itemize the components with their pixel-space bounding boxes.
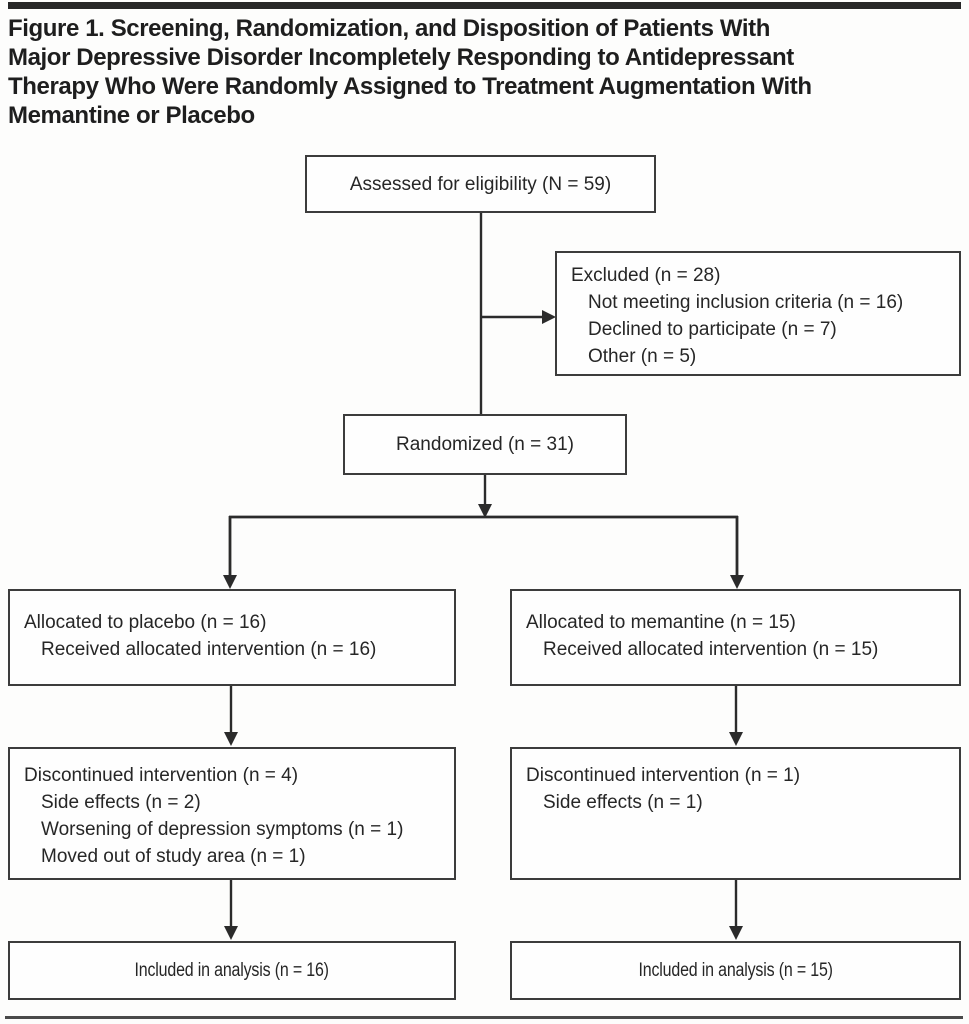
memantine-discontinued-title: Discontinued intervention (n = 1) <box>526 765 801 786</box>
excluded-box: Excluded (n = 28) Not meeting inclusion … <box>555 251 961 376</box>
placebo-discontinued-title: Discontinued intervention (n = 4) <box>24 765 299 786</box>
arrowhead-placebo-discontinued <box>224 732 238 746</box>
memantine-allocation-title: Allocated to memantine (n = 15) <box>526 612 796 633</box>
assessed-box: Assessed for eligibility (N = 59) <box>305 155 656 213</box>
figure-title-line: Memantine or Placebo <box>8 102 255 129</box>
placebo-discontinued-reason: Side effects (n = 2) <box>41 792 201 813</box>
placebo-analysis-label: Included in analysis (n = 16) <box>134 960 330 981</box>
memantine-allocation-detail: Received allocated intervention (n = 15) <box>543 639 879 660</box>
randomized-label: Randomized (n = 31) <box>396 434 574 455</box>
top-rule <box>8 2 961 9</box>
memantine-analysis-label: Included in analysis (n = 15) <box>638 960 833 981</box>
figure-title: Figure 1. Screening, Randomization, and … <box>8 14 812 130</box>
assessed-label: Assessed for eligibility (N = 59) <box>349 173 612 195</box>
excluded-reason: Other (n = 5) <box>588 346 697 367</box>
arrowhead-branch-junction <box>478 504 492 518</box>
arrowhead-placebo-analysis <box>224 926 238 940</box>
memantine-discontinued-reason: Side effects (n = 1) <box>543 792 703 813</box>
placebo-discontinued-reason: Moved out of study area (n = 1) <box>41 846 306 867</box>
figure-title-line: Major Depressive Disorder Incompletely R… <box>8 44 794 71</box>
memantine-analysis-box: Included in analysis (n = 15) <box>510 941 961 1000</box>
excluded-reason: Not meeting inclusion criteria (n = 16) <box>588 292 904 313</box>
figure-title-line: Figure 1. Screening, Randomization, and … <box>8 15 770 42</box>
placebo-discontinued-reason: Worsening of depression symptoms (n = 1) <box>41 819 404 840</box>
placebo-discontinued-box: Discontinued intervention (n = 4) Side e… <box>8 747 456 880</box>
placebo-allocation-title: Allocated to placebo (n = 16) <box>24 612 267 633</box>
randomized-box: Randomized (n = 31) <box>343 414 627 475</box>
memantine-discontinued-box: Discontinued intervention (n = 1) Side e… <box>510 747 961 880</box>
excluded-reason: Declined to participate (n = 7) <box>588 319 837 340</box>
arrowhead-memantine-analysis <box>729 926 743 940</box>
placebo-allocation-box: Allocated to placebo (n = 16) Received a… <box>8 589 456 686</box>
figure-title-line: Therapy Who Were Randomly Assigned to Tr… <box>8 73 812 100</box>
placebo-allocation-detail: Received allocated intervention (n = 16) <box>41 639 377 660</box>
arrowhead-memantine-allocation <box>730 575 744 589</box>
excluded-title: Excluded (n = 28) <box>571 265 721 286</box>
memantine-allocation-box: Allocated to memantine (n = 15) Received… <box>510 589 961 686</box>
arrowhead-placebo-allocation <box>223 575 237 589</box>
arrowhead-memantine-discontinued <box>729 732 743 746</box>
bottom-rule <box>5 1016 963 1019</box>
arrowhead-excluded <box>542 310 556 324</box>
placebo-analysis-box: Included in analysis (n = 16) <box>8 941 456 1000</box>
